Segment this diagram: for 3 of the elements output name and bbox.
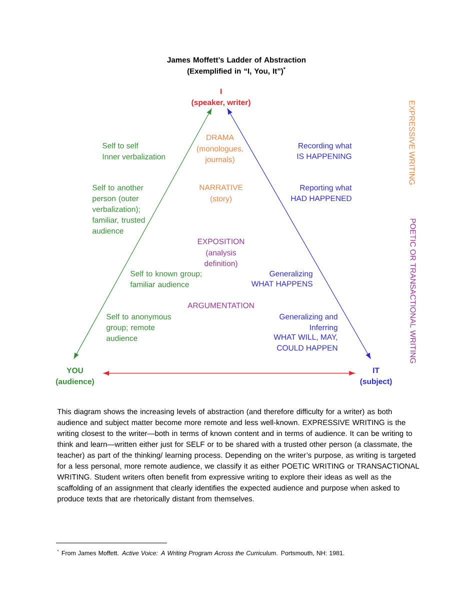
double-arrow	[74, 108, 212, 359]
double-arrow	[227, 108, 371, 359]
double-arrow	[104, 370, 355, 376]
